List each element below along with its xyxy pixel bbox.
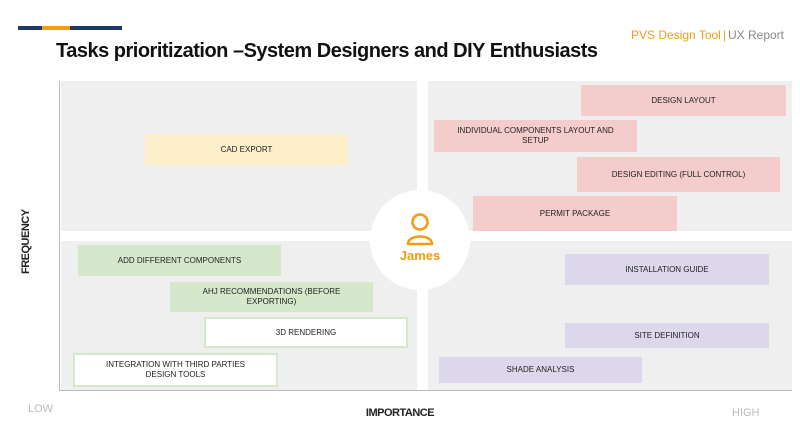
accent-bar-orange — [42, 26, 70, 30]
task-shade-analysis: SHADE ANALYSIS — [439, 357, 642, 383]
task-design-layout: DESIGN LAYOUT — [581, 85, 786, 116]
brand-label: PVS Design Tool|UX Report — [631, 28, 784, 42]
task-design-editing: DESIGN EDITING (FULL CONTROL) — [577, 157, 780, 192]
low-label: LOW — [28, 403, 54, 415]
y-axis-line — [59, 81, 60, 391]
brand-separator: | — [722, 28, 726, 42]
person-icon — [406, 212, 434, 245]
y-axis-label: FREQUENCY — [20, 209, 32, 274]
brand-name: PVS Design Tool — [631, 28, 721, 42]
task-integration: INTEGRATION WITH THIRD PARTIES DESIGN TO… — [73, 353, 278, 387]
brand-suffix: UX Report — [727, 28, 784, 42]
accent-bar-dark — [18, 26, 42, 30]
x-axis-label: IMPORTANCE — [365, 407, 435, 419]
task-permit-package: PERMIT PACKAGE — [473, 196, 677, 231]
task-site-definition: SITE DEFINITION — [565, 323, 769, 348]
task-3d-rendering: 3D RENDERING — [204, 317, 408, 348]
page-title: Tasks prioritization –System Designers a… — [56, 40, 598, 62]
task-add-components: ADD DIFFERENT COMPONENTS — [78, 245, 281, 276]
task-cad-export: CAD EXPORT — [145, 134, 348, 165]
high-label: HIGH — [732, 407, 760, 419]
x-axis-line — [59, 390, 792, 391]
task-installation-guide: INSTALLATION GUIDE — [565, 254, 769, 285]
persona-badge: James — [370, 190, 470, 290]
task-individual-components: INDIVIDUAL COMPONENTS LAYOUT AND SETUP — [434, 120, 637, 152]
persona-name: James — [399, 247, 441, 263]
accent-bar-dark-right — [70, 26, 122, 30]
task-ahj-recommendations: AHJ RECOMMENDATIONS (BEFORE EXPORTING) — [170, 282, 373, 312]
